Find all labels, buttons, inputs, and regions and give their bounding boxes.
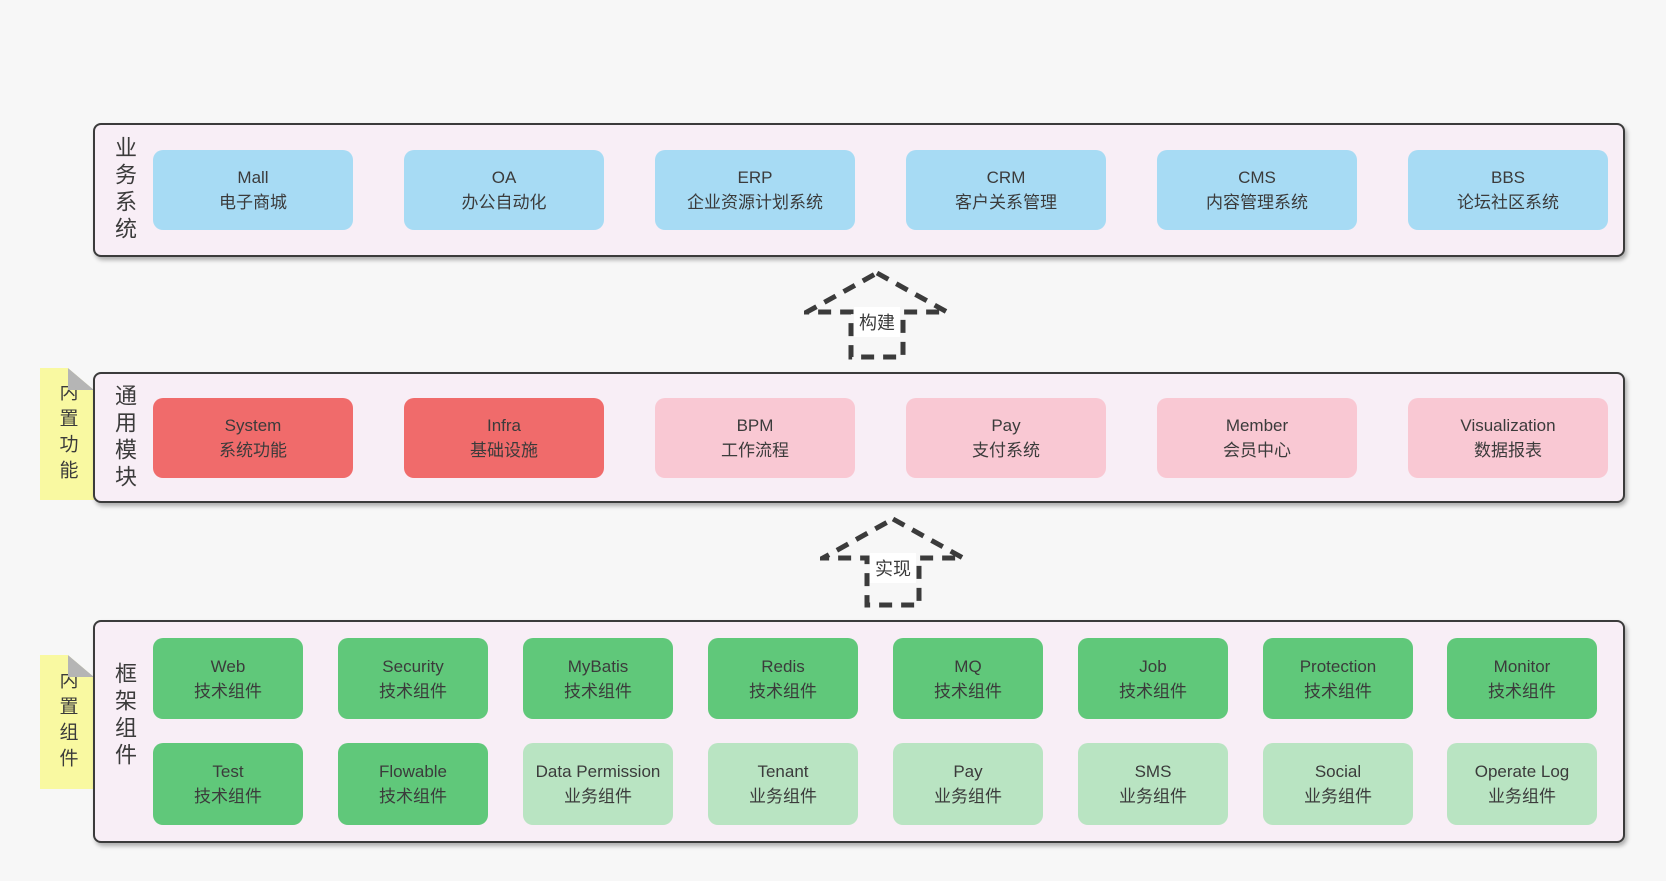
tag-label: 内置功能 <box>56 382 78 486</box>
box-job: Job 技术组件 <box>1078 638 1228 719</box>
box-title: Member <box>1225 416 1289 435</box>
box-subtitle: 工作流程 <box>721 441 789 460</box>
built-in-component-tag: 内置组件 <box>40 655 94 789</box>
box-title: Pay <box>953 762 983 781</box>
box-subtitle: 技术组件 <box>1304 681 1372 701</box>
box-visualization: Visualization 数据报表 <box>1408 398 1608 478</box>
box-mall: Mall 电子商城 <box>153 150 353 230</box>
box-test: Test 技术组件 <box>153 743 303 825</box>
layer-label-business-systems: 业务系统 <box>112 136 137 244</box>
box-infra: Infra 基础设施 <box>404 398 604 478</box>
box-operate-log: Operate Log 业务组件 <box>1447 743 1597 825</box>
box-subtitle: 企业资源计划系统 <box>687 193 823 212</box>
box-title: Pay <box>991 416 1021 435</box>
box-subtitle: 业务组件 <box>1119 787 1187 806</box>
layer-label-common-modules: 通用模块 <box>112 383 137 492</box>
box-flowable: Flowable 技术组件 <box>338 743 488 825</box>
box-sms: SMS 业务组件 <box>1078 743 1228 825</box>
build-arrow-label: 构建 <box>854 307 900 337</box>
built-in-feature-tag: 内置功能 <box>40 368 94 500</box>
box-subtitle: 数据报表 <box>1474 441 1542 460</box>
box-title: Mall <box>237 168 269 187</box>
box-subtitle: 技术组件 <box>1119 681 1187 701</box>
box-title: Operate Log <box>1474 762 1570 781</box>
box-subtitle: 技术组件 <box>564 681 632 701</box>
box-security: Security 技术组件 <box>338 638 488 719</box>
box-title: Infra <box>486 416 522 435</box>
box-title: SMS <box>1134 762 1172 781</box>
box-redis: Redis 技术组件 <box>708 638 858 719</box>
box-title: Security <box>382 656 444 676</box>
folded-corner-icon <box>68 368 94 390</box>
box-pay-module: Pay 支付系统 <box>906 398 1106 478</box>
box-cms: CMS 内容管理系统 <box>1157 150 1357 230</box>
box-subtitle: 基础设施 <box>470 441 538 460</box>
box-subtitle: 电子商城 <box>219 193 287 212</box>
box-subtitle: 技术组件 <box>379 787 447 806</box>
box-subtitle: 技术组件 <box>1488 681 1556 701</box>
box-title: Data Permission <box>535 762 661 781</box>
folded-corner-icon <box>68 655 94 677</box>
box-title: CRM <box>986 168 1026 187</box>
box-pay-component: Pay 业务组件 <box>893 743 1043 825</box>
box-subtitle: 业务组件 <box>564 787 632 806</box>
box-title: Visualization <box>1460 416 1556 435</box>
box-bbs: BBS 论坛社区系统 <box>1408 150 1608 230</box>
box-subtitle: 内容管理系统 <box>1206 193 1308 212</box>
box-subtitle: 业务组件 <box>934 787 1002 806</box>
box-title: MyBatis <box>567 656 629 676</box>
box-bpm: BPM 工作流程 <box>655 398 855 478</box>
box-subtitle: 技术组件 <box>194 681 262 701</box>
box-title: Test <box>212 762 244 781</box>
box-subtitle: 办公自动化 <box>461 193 547 212</box>
box-member: Member 会员中心 <box>1157 398 1357 478</box>
box-title: BBS <box>1490 168 1526 187</box>
box-title: Protection <box>1299 656 1377 676</box>
box-subtitle: 业务组件 <box>749 787 817 806</box>
box-title: BPM <box>736 416 774 435</box>
box-title: Monitor <box>1493 656 1551 676</box>
box-title: Social <box>1314 762 1362 781</box>
box-monitor: Monitor 技术组件 <box>1447 638 1597 719</box>
box-data-permission: Data Permission 业务组件 <box>523 743 673 825</box>
box-subtitle: 客户关系管理 <box>955 193 1057 212</box>
layer-label-framework-components: 框架组件 <box>112 661 137 770</box>
implement-arrow-label: 实现 <box>870 553 916 583</box>
box-erp: ERP 企业资源计划系统 <box>655 150 855 230</box>
box-subtitle: 业务组件 <box>1488 787 1556 806</box>
box-subtitle: 会员中心 <box>1223 441 1291 460</box>
box-oa: OA 办公自动化 <box>404 150 604 230</box>
box-mq: MQ 技术组件 <box>893 638 1043 719</box>
box-subtitle: 技术组件 <box>934 681 1002 701</box>
box-tenant: Tenant 业务组件 <box>708 743 858 825</box>
box-subtitle: 技术组件 <box>379 681 447 701</box>
box-title: Job <box>1139 656 1167 676</box>
box-crm: CRM 客户关系管理 <box>906 150 1106 230</box>
box-system: System 系统功能 <box>153 398 353 478</box>
box-protection: Protection 技术组件 <box>1263 638 1413 719</box>
box-social: Social 业务组件 <box>1263 743 1413 825</box>
box-mybatis: MyBatis 技术组件 <box>523 638 673 719</box>
box-title: Redis <box>761 656 805 676</box>
box-web: Web 技术组件 <box>153 638 303 719</box>
box-subtitle: 技术组件 <box>749 681 817 701</box>
box-title: Flowable <box>378 762 448 781</box>
box-subtitle: 业务组件 <box>1304 787 1372 806</box>
box-title: MQ <box>954 656 982 676</box>
box-subtitle: 系统功能 <box>219 441 287 460</box>
box-subtitle: 支付系统 <box>972 441 1040 460</box>
box-title: OA <box>491 168 517 187</box>
box-subtitle: 技术组件 <box>194 787 262 806</box>
tag-label: 内置组件 <box>56 670 78 774</box>
box-subtitle: 论坛社区系统 <box>1457 193 1559 212</box>
box-title: CMS <box>1238 168 1276 187</box>
box-title: Web <box>210 656 246 676</box>
box-title: ERP <box>737 168 773 187</box>
box-title: System <box>224 416 282 435</box>
box-title: Tenant <box>757 762 809 781</box>
